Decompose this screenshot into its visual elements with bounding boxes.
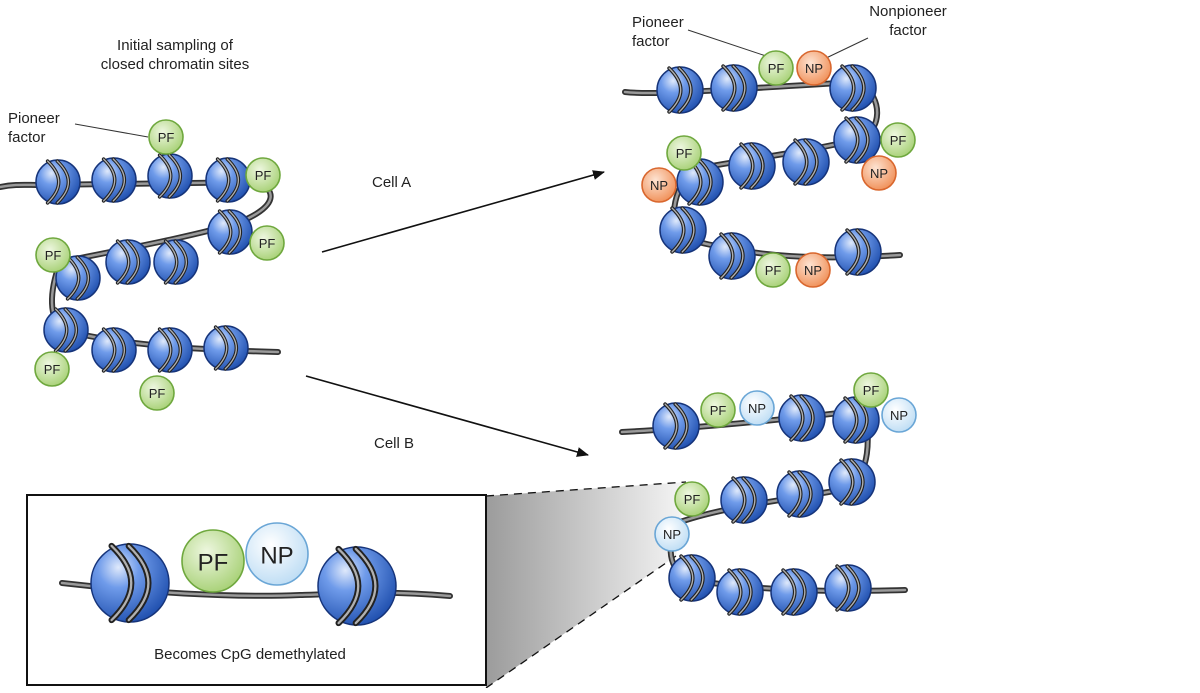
nucleosome-inset-right — [317, 545, 397, 627]
pf-left-3: PF — [249, 225, 285, 261]
nucleosome-a-5 — [782, 138, 830, 186]
svg-text:PF: PF — [259, 236, 276, 251]
nucleosome-a-1 — [656, 66, 704, 114]
nucleosome-left-8 — [55, 255, 101, 301]
factor-layer: PF PF PF PF PF PF PF NP PF NP PF NP PF NP PF NP PF NP PF NP… — [34, 50, 917, 593]
pioneer-factor-label-right: Pioneer factor — [632, 14, 684, 50]
pf-left-1: PF — [148, 119, 184, 155]
nucleosome-b-8 — [716, 568, 764, 616]
svg-text:NP: NP — [805, 61, 823, 76]
pf-a-3: PF — [666, 135, 702, 171]
svg-text:NP: NP — [804, 263, 822, 278]
np-b-3: NP — [654, 516, 690, 552]
np-a-3: NP — [641, 167, 677, 203]
zoom-dashed-bottom — [485, 555, 677, 689]
np-a-2: NP — [861, 155, 897, 191]
nucleosome-a-10 — [834, 228, 882, 276]
pf-a-2: PF — [880, 122, 916, 158]
leader-nonpioneer — [821, 37, 869, 61]
nucleosome-b-6 — [720, 476, 768, 524]
cell-b-label: Cell B — [374, 435, 415, 452]
pf-inset: PF — [181, 529, 245, 593]
nucleosome-a-2 — [710, 64, 758, 112]
nucleosome-left-6 — [153, 239, 199, 285]
leader-pioneer-left — [74, 123, 149, 138]
nucleosome-a-9 — [708, 232, 756, 280]
svg-text:NP: NP — [890, 408, 908, 423]
svg-text:PF: PF — [45, 248, 62, 263]
zoom-dashed-top — [485, 481, 687, 497]
pf-left-6: PF — [139, 375, 175, 411]
svg-text:PF: PF — [158, 130, 175, 145]
nucleosome-b-10 — [824, 564, 872, 612]
nucleosome-left-7 — [105, 239, 151, 285]
svg-text:PF: PF — [198, 549, 229, 576]
nucleosome-a-6 — [728, 142, 776, 190]
np-b-1: NP — [739, 390, 775, 426]
pf-b-1: PF — [700, 392, 736, 428]
zoom-funnel — [486, 482, 686, 688]
svg-text:NP: NP — [748, 401, 766, 416]
initial-sampling-label: Initial sampling of closed chromatin sit… — [100, 37, 250, 73]
pf-left-2: PF — [245, 157, 281, 193]
svg-text:PF: PF — [44, 362, 61, 377]
nucleosome-left-1 — [35, 159, 81, 205]
svg-text:PF: PF — [710, 403, 727, 418]
pf-left-5: PF — [34, 351, 70, 387]
nucleosome-inset-left — [90, 542, 170, 624]
nucleosome-b-5 — [776, 470, 824, 518]
arrow-to-cell-b — [305, 375, 589, 457]
pioneer-factor-label-left: Pioneer factor — [8, 110, 60, 146]
pf-left-4: PF — [35, 237, 71, 273]
svg-text:PF: PF — [684, 492, 701, 507]
nucleosome-left-5 — [207, 209, 253, 255]
nucleosome-left-3 — [147, 153, 193, 199]
pf-b-3: PF — [674, 481, 710, 517]
svg-text:PF: PF — [255, 168, 272, 183]
svg-text:PF: PF — [890, 133, 907, 148]
np-a-1: NP — [796, 50, 832, 86]
arrow-to-cell-a — [321, 170, 605, 253]
svg-text:PF: PF — [768, 61, 785, 76]
nucleosome-b-4 — [828, 458, 876, 506]
svg-text:PF: PF — [863, 383, 880, 398]
svg-text:NP: NP — [870, 166, 888, 181]
nucleosome-a-3 — [829, 64, 877, 112]
nucleosome-b-2 — [778, 394, 826, 442]
nucleosome-left-4 — [205, 157, 251, 203]
nucleosome-b-1 — [652, 402, 700, 450]
nucleosome-a-8 — [659, 206, 707, 254]
nucleosome-left-11 — [147, 327, 193, 373]
nucleosome-left-10 — [91, 327, 137, 373]
cell-a-label: Cell A — [372, 174, 412, 191]
svg-text:NP: NP — [260, 542, 293, 569]
demethylated-caption: Becomes CpG demethylated — [154, 646, 346, 663]
nucleosome-b-7 — [668, 554, 716, 602]
svg-text:PF: PF — [149, 386, 166, 401]
nucleosome-a-4 — [833, 116, 881, 164]
np-a-4: NP — [795, 252, 831, 288]
pf-b-2: PF — [853, 372, 889, 408]
nucleosome-left-9 — [43, 307, 89, 353]
svg-text:PF: PF — [676, 146, 693, 161]
pf-a-4: PF — [755, 252, 791, 288]
nucleosome-layer — [35, 64, 882, 627]
pf-a-1: PF — [758, 50, 794, 86]
np-inset: NP — [245, 522, 309, 586]
nucleosome-b-9 — [770, 568, 818, 616]
svg-text:NP: NP — [650, 178, 668, 193]
svg-text:NP: NP — [663, 527, 681, 542]
nucleosome-left-12 — [203, 325, 249, 371]
np-b-2: NP — [881, 397, 917, 433]
nucleosome-left-2 — [91, 157, 137, 203]
nonpioneer-factor-label: Nonpioneer factor — [869, 3, 947, 39]
leader-pioneer-right — [687, 29, 773, 59]
svg-text:PF: PF — [765, 263, 782, 278]
